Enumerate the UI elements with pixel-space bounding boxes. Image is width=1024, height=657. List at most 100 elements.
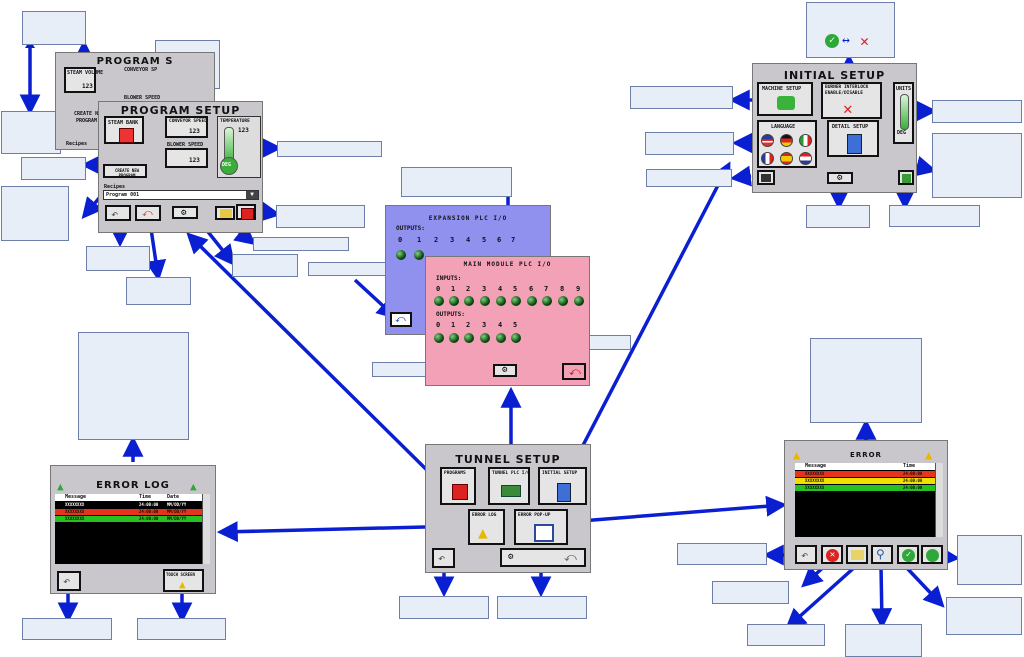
back-button[interactable]	[757, 170, 775, 185]
screen-title: MAIN MODULE PLC I/O	[463, 261, 552, 268]
callout-box	[276, 205, 365, 228]
tunnel-setup-screen: TUNNEL SETUP PROGRAMS TUNNEL PLC I/O INI…	[425, 444, 591, 573]
edit-button[interactable]	[215, 206, 235, 220]
detail-setup-button[interactable]: DETAIL SETUP	[827, 120, 879, 157]
error-log-screen: ▲ ▲ ERROR LOG Message Time Date XXXXXXXX…	[50, 465, 216, 594]
tunnel-icon: ⤺	[569, 365, 581, 378]
delete-recipe-button[interactable]: ⚙	[172, 206, 198, 219]
popup-window-icon	[534, 524, 554, 542]
details-button[interactable]: ⚲	[871, 545, 893, 564]
callout-box	[1, 111, 61, 154]
wrench-button[interactable]: ⚙	[493, 364, 517, 377]
input-led	[542, 296, 552, 306]
warning-icon: ▲	[57, 480, 64, 493]
arrow-to-initial-setup	[563, 161, 731, 481]
table-row[interactable]: XXXXXXXX 24:00:00	[795, 478, 935, 484]
clear-button[interactable]: ✕	[821, 545, 843, 564]
input-led	[449, 296, 459, 306]
input-led	[574, 296, 584, 306]
language-panel: LANGUAGE	[757, 120, 817, 168]
output-led	[434, 333, 444, 343]
output-number: 4	[498, 321, 503, 329]
save-button[interactable]	[898, 170, 914, 185]
table-row[interactable]: XXXXXXXX 24:00:00	[795, 471, 935, 477]
input-led	[527, 296, 537, 306]
table-row[interactable]: XXXXXXXX 24:00:00 MM/DD/YY	[55, 502, 202, 508]
wrench-icon: ⚙	[508, 552, 514, 562]
flag-france-icon[interactable]	[761, 152, 774, 165]
close-icon: ✕	[860, 32, 870, 50]
machine-setup-button[interactable]: MACHINE SETUP	[757, 82, 813, 116]
error-popup-button[interactable]: ERROR POP-UP	[514, 509, 568, 545]
output-led	[511, 333, 521, 343]
back-arrow-icon: ↶	[801, 548, 809, 562]
flag-italy-icon[interactable]	[799, 134, 812, 147]
touch-screen-button[interactable]: TOUCH SCREEN ▲	[163, 569, 204, 592]
outputs-label: OUTPUTS:	[396, 225, 425, 232]
callout-box	[86, 246, 150, 271]
callout-box	[497, 596, 587, 619]
chevron-down-icon[interactable]: ▼	[246, 191, 258, 199]
flag-netherlands-icon[interactable]	[799, 152, 812, 165]
tunnel-button[interactable]: ⤺	[135, 205, 161, 221]
settings-bar-button[interactable]: ⚙ ⤺	[500, 548, 586, 567]
callout-box	[810, 338, 922, 423]
recipes-label: Recipes	[104, 184, 126, 190]
callout-box	[22, 618, 112, 640]
back-button[interactable]: ↶	[57, 571, 81, 591]
conveyor-speed-input[interactable]: CONVEYOR SPEED 123	[165, 116, 208, 138]
flag-spain-icon[interactable]	[780, 152, 793, 165]
recipe-dropdown[interactable]: Program 001 ▼	[103, 190, 259, 200]
blower-speed-label: BLOWER SPEED	[124, 95, 161, 101]
wrench-button[interactable]: ⚙	[827, 172, 853, 184]
conveyor-speed-label: CONVEYOR SP	[124, 67, 158, 73]
folder-icon	[851, 550, 864, 560]
input-number: 8	[560, 285, 565, 293]
table-row[interactable]: XXXXXXXX 24:00:00 MM/DD/YY	[55, 509, 202, 515]
tunnel-icon: ⤺	[564, 550, 577, 564]
table-scrollbar[interactable]	[202, 494, 210, 564]
arrow-to-program-setup	[186, 232, 442, 485]
program-label: PROGRAM	[76, 118, 98, 124]
confirm-icon-group: ✓ ↔ ✕	[825, 32, 877, 50]
table-scrollbar[interactable]	[935, 463, 943, 537]
flag-us-icon[interactable]	[761, 134, 774, 147]
programs-button[interactable]: PROGRAMS	[440, 467, 476, 505]
steam-volume-panel[interactable]: STEAM VOLUME 123	[64, 67, 103, 93]
tunnel-button[interactable]: ⤺	[390, 312, 412, 327]
back-button[interactable]: ↶	[105, 205, 131, 221]
blower-speed-input[interactable]: 123	[165, 148, 208, 168]
units-button[interactable]: UNITS DEG	[893, 82, 914, 144]
input-number: 2	[466, 285, 471, 293]
tunnel-plc-io-button[interactable]: TUNNEL PLC I/O	[488, 467, 530, 505]
table-row[interactable]: XXXXXXXX 24:00:00	[795, 485, 935, 491]
callout-box	[22, 11, 86, 45]
callout-box	[677, 543, 767, 565]
wrench-icon: ⚙	[502, 365, 508, 375]
save-button[interactable]	[236, 204, 256, 220]
flag-germany-icon[interactable]	[780, 134, 793, 147]
initial-setup-button[interactable]: INITIAL SETUP	[538, 467, 587, 505]
confirm-button[interactable]: ✓	[897, 545, 919, 564]
reset-all-button[interactable]	[921, 545, 943, 564]
tunnel-button[interactable]: ⤺	[562, 363, 586, 380]
callout-box	[277, 141, 382, 157]
steam-bank-button[interactable]: STEAM BANK	[104, 116, 144, 144]
burner-interlock-button[interactable]: BURNER INTERLOCK ENABLE/DISABLE ✕	[821, 82, 882, 119]
screen-title: EXPANSION PLC I/O	[428, 215, 508, 222]
error-log-button[interactable]: ERROR LOG ▲	[468, 509, 505, 545]
acknowledge-button[interactable]	[846, 545, 868, 564]
back-button[interactable]: ↶	[795, 545, 817, 564]
back-button[interactable]: ↶	[432, 548, 455, 568]
table-row[interactable]: XXXXXXXX 24:00:00 MM/DD/YY	[55, 516, 202, 522]
input-number: 5	[513, 285, 518, 293]
input-number: 4	[498, 285, 503, 293]
callout-box	[645, 132, 734, 155]
temperature-panel[interactable]: TEMPERATURE 123 DEG	[217, 116, 261, 178]
warning-icon: ▲	[925, 448, 933, 462]
callout-box	[78, 332, 189, 440]
error-popup-table: Message Time XXXXXXXX 24:00:00 XXXXXXXX …	[795, 463, 943, 537]
gears-icon	[777, 96, 795, 110]
create-new-program-button[interactable]: CREATE NEW PROGRAM	[103, 164, 147, 178]
circuit-board-icon	[501, 485, 521, 497]
